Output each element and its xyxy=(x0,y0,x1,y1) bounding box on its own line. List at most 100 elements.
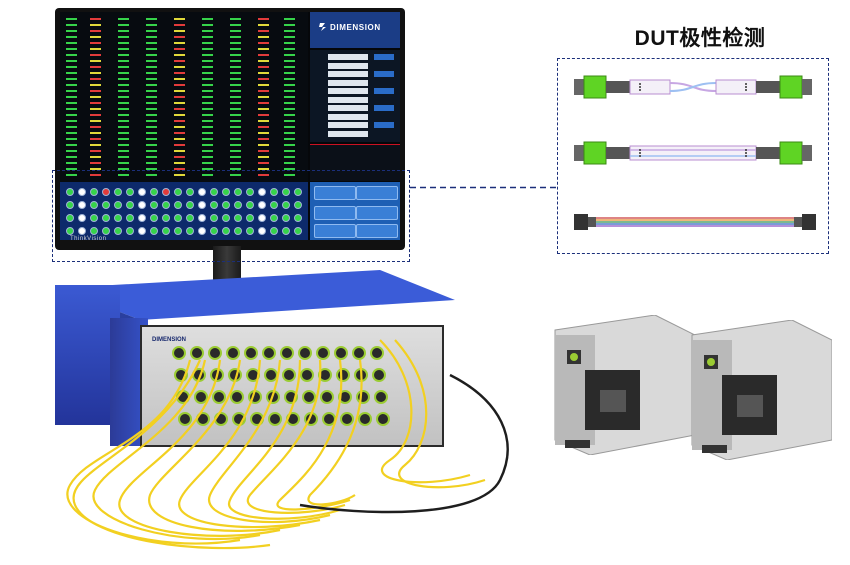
control-field xyxy=(328,122,368,128)
table-cell xyxy=(258,155,276,158)
table-row xyxy=(60,148,308,154)
table-cell xyxy=(118,77,136,80)
table-row xyxy=(60,22,308,28)
sfp-port-icon xyxy=(262,346,276,360)
port-status-dot xyxy=(294,188,302,196)
screen-action-button xyxy=(314,224,356,238)
sfp-port-icon xyxy=(190,346,204,360)
sfp-port-icon xyxy=(194,390,208,404)
table-cell xyxy=(66,83,84,86)
screen-action-button xyxy=(356,186,398,200)
table-cell xyxy=(258,173,276,176)
table-cell xyxy=(66,77,84,80)
table-cell xyxy=(202,17,220,20)
table-cell xyxy=(284,53,302,56)
table-cell xyxy=(174,155,192,158)
port-status-dot xyxy=(186,214,194,222)
control-field xyxy=(328,54,368,60)
table-cell xyxy=(230,59,248,62)
port-status-dot xyxy=(222,214,230,222)
port-status-dot xyxy=(282,188,290,196)
table-cell xyxy=(284,47,302,50)
port-status-dot xyxy=(162,201,170,209)
port-status-dot xyxy=(78,214,86,222)
port-status-dot xyxy=(66,201,74,209)
port-status-dot xyxy=(258,227,266,235)
table-cell xyxy=(258,65,276,68)
table-cell xyxy=(202,29,220,32)
port-status-dot xyxy=(258,201,266,209)
table-cell xyxy=(90,17,108,20)
crossed-fiber-cable-icon xyxy=(574,75,812,99)
table-cell xyxy=(258,35,276,38)
table-row xyxy=(60,160,308,166)
control-row xyxy=(314,79,396,87)
table-cell xyxy=(174,71,192,74)
table-cell xyxy=(66,113,84,116)
table-cell xyxy=(230,65,248,68)
table-cell xyxy=(258,71,276,74)
port-status-dot xyxy=(198,227,206,235)
table-cell xyxy=(230,77,248,80)
table-cell xyxy=(90,41,108,44)
table-cell xyxy=(284,83,302,86)
table-cell xyxy=(174,119,192,122)
port-status-dot xyxy=(138,201,146,209)
test-module-right xyxy=(691,320,832,460)
table-cell xyxy=(258,17,276,20)
screen-action-button xyxy=(356,206,398,220)
table-cell xyxy=(66,41,84,44)
table-cell xyxy=(174,113,192,116)
table-cell xyxy=(90,53,108,56)
port-status-dot xyxy=(150,201,158,209)
table-cell xyxy=(90,125,108,128)
table-cell xyxy=(90,101,108,104)
table-cell xyxy=(284,149,302,152)
table-cell xyxy=(118,29,136,32)
sfp-port-icon xyxy=(226,346,240,360)
table-cell xyxy=(118,137,136,140)
screen-action-button xyxy=(356,224,398,238)
callout-connector-line xyxy=(410,186,560,189)
table-cell xyxy=(90,155,108,158)
table-cell xyxy=(202,167,220,170)
port-status-dot xyxy=(114,201,122,209)
port-status-dot xyxy=(150,214,158,222)
test-module-left xyxy=(554,315,695,455)
table-cell xyxy=(230,29,248,32)
table-cell xyxy=(230,53,248,56)
port-status-dot xyxy=(210,214,218,222)
table-cell xyxy=(118,83,136,86)
sfp-port-icon xyxy=(212,390,226,404)
table-cell xyxy=(202,113,220,116)
table-row xyxy=(60,70,308,76)
table-row xyxy=(60,172,308,178)
table-cell xyxy=(258,167,276,170)
table-cell xyxy=(90,113,108,116)
port-status-dot xyxy=(78,188,86,196)
table-cell xyxy=(284,89,302,92)
sfp-port-icon xyxy=(352,346,366,360)
table-cell xyxy=(146,131,164,134)
port-status-dot xyxy=(114,214,122,222)
table-cell xyxy=(202,83,220,86)
control-field xyxy=(328,96,368,103)
table-cell xyxy=(258,125,276,128)
table-cell xyxy=(174,149,192,152)
control-field xyxy=(328,62,368,69)
table-cell xyxy=(174,137,192,140)
table-cell xyxy=(174,101,192,104)
table-cell xyxy=(90,143,108,146)
table-cell xyxy=(174,59,192,62)
table-cell xyxy=(230,101,248,104)
table-cell xyxy=(90,71,108,74)
port-status-dot xyxy=(66,227,74,235)
port-status-dot xyxy=(138,214,146,222)
port-status-dot xyxy=(126,227,134,235)
port-status-dot xyxy=(186,188,194,196)
screen-action-button xyxy=(314,206,356,220)
table-cell xyxy=(174,35,192,38)
table-cell xyxy=(90,77,108,80)
table-cell xyxy=(284,101,302,104)
table-cell xyxy=(146,41,164,44)
